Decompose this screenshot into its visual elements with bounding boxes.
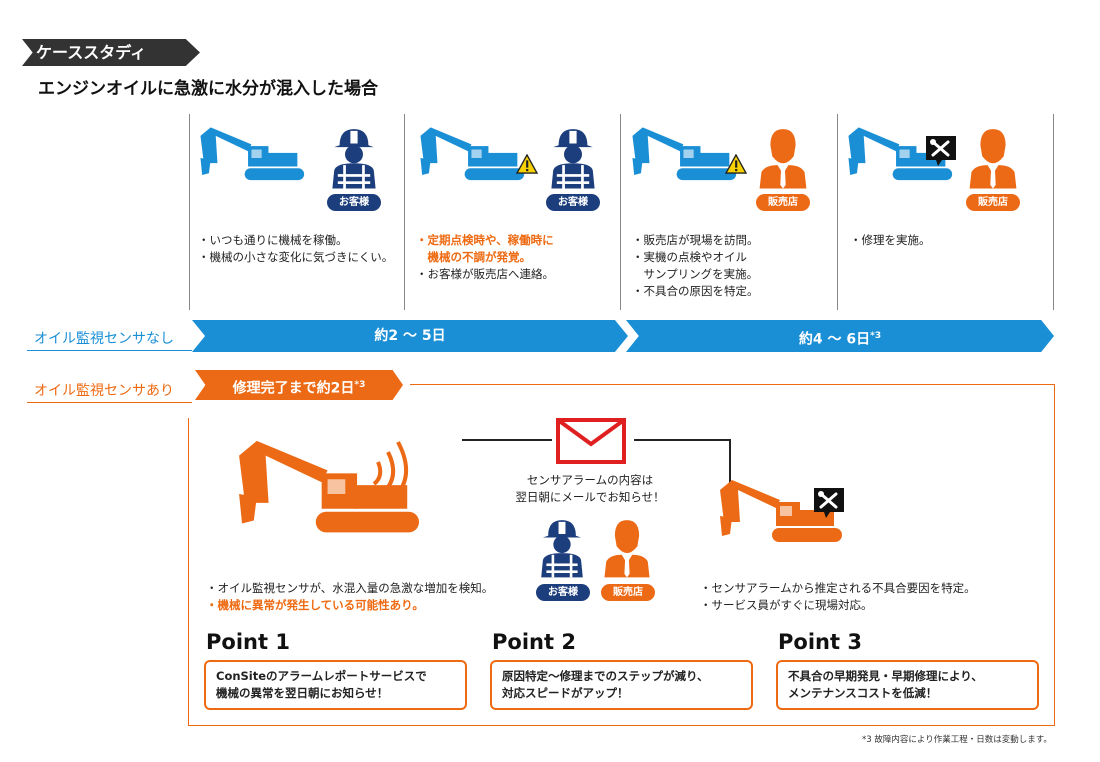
note-line: ・修理を実施。 [850,232,931,249]
stage-3-notes: ・販売店が現場を訪問。 ・実機の点検やオイル サンプリングを実施。 ・不具合の原… [632,232,759,300]
dealer-badge: 販売店 [756,194,810,211]
mail-icon [556,418,626,464]
point-1-line-2: 機械の異常を翌日朝にお知らせ！ [216,685,455,702]
band-1-text: 約2 ～ 5日 [374,328,445,344]
dealer-badge: 販売店 [601,584,655,601]
note-line: ・不具合の原因を特定。 [632,283,759,300]
page-subtitle: エンジンオイルに急激に水分が混入した場合 [38,74,378,99]
note-line: ・サービス員がすぐに現場対応。 [700,597,976,614]
no-sensor-band-1: 約2 ～ 5日 [192,320,628,352]
stage-divider [1053,114,1054,310]
with-sensor-label: オイル監視センサあり [34,380,174,400]
box-left-border [188,418,189,726]
note-line: ・お客様が販売店へ連絡。 [416,266,554,283]
note-line-highlight: 機械の不調が発覚。 [416,249,554,266]
with-sensor-underline [27,402,192,403]
customer-badge: お客様 [327,194,381,211]
point-2-title: Point 2 [492,630,576,654]
customer-badge: お客様 [546,194,600,211]
box-top-border [410,384,1055,385]
stage-2-notes: ・定期点検時や、稼働時に 機械の不調が発覚。 ・お客様が販売店へ連絡。 [416,232,554,283]
footnote: *3 故障内容により作業工程・日数は変動します。 [862,733,1052,745]
note-line: ・オイル監視センサが、水混入量の急激な増加を検知。 [206,580,493,597]
point-2-line-1: 原因特定～修理までのステップが減り、 [502,668,741,685]
band-2-note: *3 [870,331,881,341]
point-1-line-1: ConSiteのアラームレポートサービスで [216,668,455,685]
repair-tools-icon [924,134,958,168]
stage-divider [404,114,405,310]
note-line: サンプリングを実施。 [632,266,759,283]
warning-icon [725,154,747,174]
point-3-line-1: 不具合の早期発見・早期修理により、 [788,668,1027,685]
customer-worker-icon [536,515,588,579]
customer-worker-icon [327,124,381,190]
box-right-border [1054,384,1055,725]
stage-divider [837,114,838,310]
excavator-icon [198,124,310,192]
point-3-line-2: メンテナンスコストを低減！ [788,685,1027,702]
note-line-highlight: ・機械に異常が発生している可能性あり。 [206,597,493,614]
mail-line-2: 翌日朝にメールでお知らせ！ [500,489,680,506]
note-line: ・いつも通りに機械を稼働。 [198,232,393,249]
warning-icon [516,154,538,174]
case-study-tag: ケーススタディ [22,39,200,66]
repair-tools-icon [812,486,846,520]
point-1-box: ConSiteのアラームレポートサービスで 機械の異常を翌日朝にお知らせ！ [204,660,467,710]
with-sensor-band-note: *3 [354,380,365,390]
note-line: ・センサアラームから推定される不具合要因を特定。 [700,580,976,597]
note-line: ・実機の点検やオイル [632,249,759,266]
dealer-person-icon [756,124,810,190]
note-line: ・機械の小さな変化に気づきにくい。 [198,249,393,266]
point-3-title: Point 3 [778,630,862,654]
point-1-title: Point 1 [206,630,290,654]
dealer-badge: 販売店 [966,194,1020,211]
no-sensor-band-2: 約4 ～ 6日*3 [626,320,1054,352]
band-2-text: 約4 ～ 6日 [799,332,870,348]
point-3-box: 不具合の早期発見・早期修理により、 メンテナンスコストを低減！ [776,660,1039,710]
with-sensor-band-text: 修理完了まで約2日 [233,381,355,397]
sensor-notes: ・オイル監視センサが、水混入量の急激な増加を検知。 ・機械に異常が発生している可… [206,580,493,614]
note-line-highlight: ・定期点検時や、稼働時に [416,232,554,249]
point-2-line-2: 対応スピードがアップ！ [502,685,741,702]
excavator-icon [418,124,530,192]
stage-4-notes: ・修理を実施。 [850,232,931,249]
stage-divider [189,114,190,310]
no-sensor-underline [27,350,192,351]
dealer-person-icon [966,124,1020,190]
dealer-person-icon [601,515,653,579]
point-2-box: 原因特定～修理までのステップが減り、 対応スピードがアップ！ [490,660,753,710]
customer-worker-icon [546,124,600,190]
with-sensor-band: 修理完了まで約2日*3 [195,370,403,400]
stage-1-notes: ・いつも通りに機械を稼働。 ・機械の小さな変化に気づきにくい。 [198,232,393,266]
service-notes: ・センサアラームから推定される不具合要因を特定。 ・サービス員がすぐに現場対応。 [700,580,976,614]
stage-divider [620,114,621,310]
box-bottom-border [188,725,1055,726]
customer-badge: お客様 [536,584,590,601]
mail-message: センサアラームの内容は 翌日朝にメールでお知らせ！ [500,472,680,506]
mail-line-1: センサアラームの内容は [500,472,680,489]
no-sensor-label: オイル監視センサなし [34,328,174,348]
note-line: ・販売店が現場を訪問。 [632,232,759,249]
signal-icon [370,440,424,500]
